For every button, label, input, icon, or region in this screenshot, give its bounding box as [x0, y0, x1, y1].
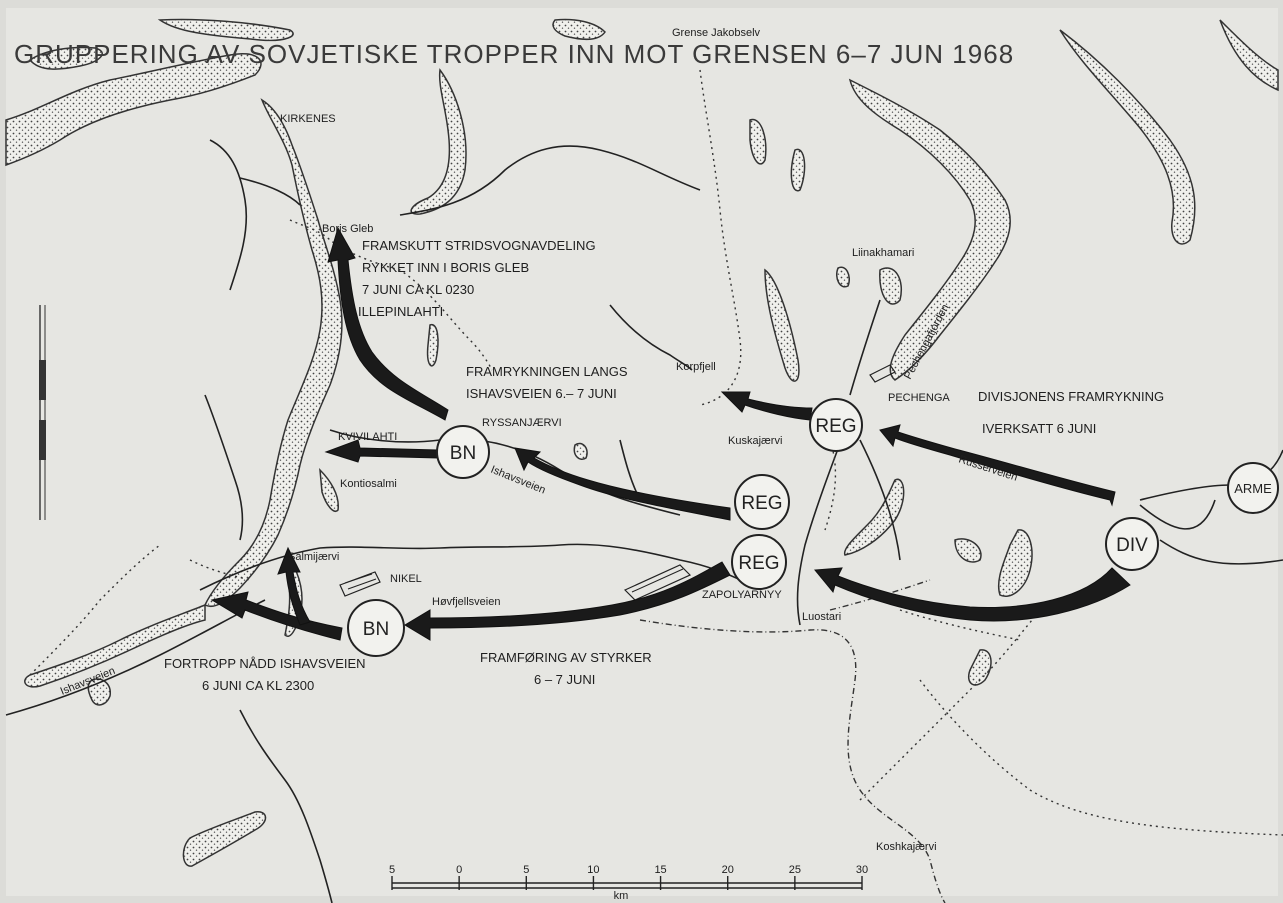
lakes — [87, 119, 1033, 867]
arrow-forces-forward — [404, 561, 731, 641]
unit-bn-south: BN — [347, 599, 405, 657]
unit-reg-pechenga: REG — [809, 398, 863, 452]
scale-tick-label: 20 — [722, 864, 734, 876]
arrow-vanguard-west — [210, 591, 343, 641]
unit-reg-zapolyarnyy: REG — [731, 534, 787, 590]
svg-text:BN: BN — [450, 443, 476, 464]
note-tank-line3: 7 JUNI CA KL 0230 — [362, 282, 474, 297]
place-pechenga: PECHENGA — [888, 392, 950, 404]
place-luostari: Luostari — [802, 611, 841, 623]
scale-tick-label: 10 — [587, 864, 599, 876]
place-salmijaervi: Salmijærvi — [288, 551, 339, 563]
scale-tick-label: 5 — [389, 864, 395, 876]
svg-text:REG: REG — [815, 416, 856, 437]
north-arrow — [39, 305, 46, 520]
unit-bn-north: BN — [436, 425, 490, 479]
scale-tick-label: 5 — [523, 864, 529, 876]
svg-text:ARME: ARME — [1234, 481, 1272, 496]
scale-tick-label: 15 — [654, 864, 666, 876]
place-liinakhamari: Liinakhamari — [852, 247, 914, 259]
scale-tick-label: 0 — [456, 864, 462, 876]
svg-text:REG: REG — [738, 553, 779, 574]
annotations: FRAMSKUTT STRIDSVOGNAVDELING RYKKET INN … — [164, 238, 1164, 693]
scale-bar: 5 0 5 10 15 20 25 30 km — [389, 864, 868, 902]
arrow-reg-middle — [514, 447, 731, 521]
place-korpfjell: Korpfjell — [676, 361, 716, 373]
place-kuskajaervi: Kuskajærvi — [728, 435, 782, 447]
place-illepinlahti: ILLEPINLAHTI — [358, 304, 443, 319]
arrow-tank-advance — [327, 226, 449, 421]
note-vanguard-line1: FORTROPP NÅDD ISHAVSVEIEN — [164, 656, 366, 671]
arrow-reg-pechenga — [720, 391, 813, 421]
note-tank-line1: FRAMSKUTT STRIDSVOGNAVDELING — [362, 238, 596, 253]
place-kontiosalmi: Kontiosalmi — [340, 478, 397, 490]
unit-markers: BN BN REG REG REG DIV ARME — [347, 398, 1279, 657]
note-tank-line2: RYKKET INN I BORIS GLEB — [362, 260, 529, 275]
scale-unit: km — [614, 890, 629, 902]
arrow-div-russerveien — [879, 424, 1116, 507]
unit-arme: ARME — [1227, 462, 1279, 514]
note-advance-line2: ISHAVSVEIEN 6.– 7 JUNI — [466, 386, 617, 401]
place-kvivilahti: KVIVILAHTI — [338, 431, 397, 443]
place-zapolyarnyy: ZAPOLYARNYY — [702, 589, 782, 601]
map-title: GRUPPERING AV SOVJETISKE TROPPER INN MOT… — [14, 39, 1014, 69]
place-boris-gleb: Boris Gleb — [322, 223, 373, 235]
note-division-line2: IVERKSATT 6 JUNI — [982, 421, 1096, 436]
place-grense-jakobselv: Grense Jakobselv — [672, 27, 761, 39]
note-forces-line2: 6 – 7 JUNI — [534, 672, 595, 687]
scale-tick-label: 30 — [856, 864, 868, 876]
unit-reg-middle: REG — [734, 474, 790, 530]
unit-div: DIV — [1105, 517, 1159, 571]
note-forces-line1: FRAMFØRING AV STYRKER — [480, 650, 652, 665]
svg-text:REG: REG — [741, 493, 782, 514]
coastline-north — [5, 18, 1279, 381]
arrow-vanguard-north — [277, 546, 311, 626]
arrow-bn-north — [324, 439, 439, 463]
note-advance-line1: FRAMRYKNINGEN LANGS — [466, 364, 628, 379]
place-nikel: NIKEL — [390, 573, 422, 585]
movement-arrows — [210, 226, 1131, 641]
arrow-div-south — [814, 567, 1131, 622]
note-division-line1: DIVISJONENS FRAMRYKNING — [978, 389, 1164, 404]
place-ryssanjaervi: RYSSANJÆRVI — [482, 417, 562, 429]
state-border — [29, 69, 1283, 836]
rivers-and-roads — [5, 139, 1283, 903]
place-kirkenes: KIRKENES — [280, 113, 336, 125]
road-hovfjellsveien: Høvfjellsveien — [432, 596, 500, 608]
nikel-town — [339, 364, 896, 601]
map-sheet — [6, 8, 1278, 896]
svg-text:DIV: DIV — [1116, 535, 1148, 556]
note-vanguard-line2: 6 JUNI CA KL 2300 — [202, 678, 314, 693]
place-koshkajaervi: Koshkajærvi — [876, 841, 937, 853]
scale-tick-label: 25 — [789, 864, 801, 876]
svg-text:BN: BN — [363, 619, 389, 640]
